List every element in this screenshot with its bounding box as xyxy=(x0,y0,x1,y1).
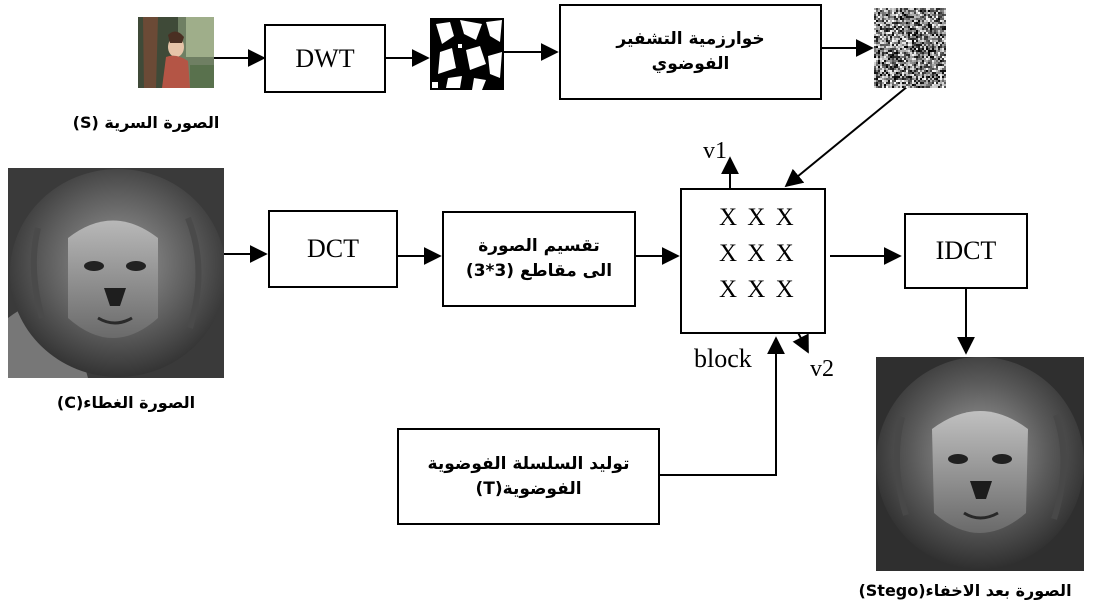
noise-image-icon xyxy=(874,8,946,88)
dwt-binary-image xyxy=(430,18,504,90)
lion-stego-image-icon xyxy=(876,357,1084,571)
secret-image xyxy=(138,17,214,88)
v1-label: v1 xyxy=(703,138,727,164)
split-line2: الى مقاطع (3*3) xyxy=(465,261,613,281)
arrow-chaotic-to-block xyxy=(660,336,785,476)
stego-image-caption: الصورة بعد الاخفاء(Stego) xyxy=(858,581,1072,600)
block-label: block xyxy=(694,344,752,373)
dct-label: DCT xyxy=(307,234,359,263)
chaotic-line2: الفوضوية(T) xyxy=(475,478,582,499)
encryption-line2: الفوضوي xyxy=(651,54,730,74)
block-matrix: X X X X X X X X X xyxy=(719,200,796,308)
arrow-noise-to-block xyxy=(784,85,909,188)
lion-cover-image-icon xyxy=(8,168,224,378)
chaotic-line1: توليد السلسلة الفوضوية xyxy=(427,453,630,474)
cover-image xyxy=(8,168,224,378)
block-box xyxy=(680,188,826,334)
dct-box: DCT xyxy=(268,210,398,288)
dwt-label: DWT xyxy=(295,43,355,73)
block-row-2: X X X xyxy=(719,240,796,267)
encrypted-noise-image xyxy=(874,8,946,88)
dwt-box: DWT xyxy=(264,24,386,93)
block-row-1: X X X xyxy=(719,204,796,231)
secret-image-photo-icon xyxy=(138,17,214,88)
split-line1: تقسيم الصورة xyxy=(478,236,600,257)
secret-image-caption: الصورة السرية (S) xyxy=(72,113,220,132)
binary-image-icon xyxy=(430,18,504,90)
v2-label: v2 xyxy=(810,356,834,382)
encryption-line1: خوارزمية التشفير xyxy=(616,29,765,50)
encryption-box: خوارزمية التشفير الفوضوي xyxy=(559,4,822,100)
stego-image xyxy=(876,357,1084,571)
split-blocks-box: تقسيم الصورة الى مقاطع (3*3) xyxy=(442,211,636,307)
idct-box: IDCT xyxy=(904,213,1028,289)
idct-label: IDCT xyxy=(935,236,997,265)
block-row-3: X X X xyxy=(719,276,796,303)
cover-image-caption: الصورة الغطاء(C) xyxy=(56,393,196,412)
chaotic-sequence-box: توليد السلسلة الفوضوية الفوضوية(T) xyxy=(397,428,660,525)
